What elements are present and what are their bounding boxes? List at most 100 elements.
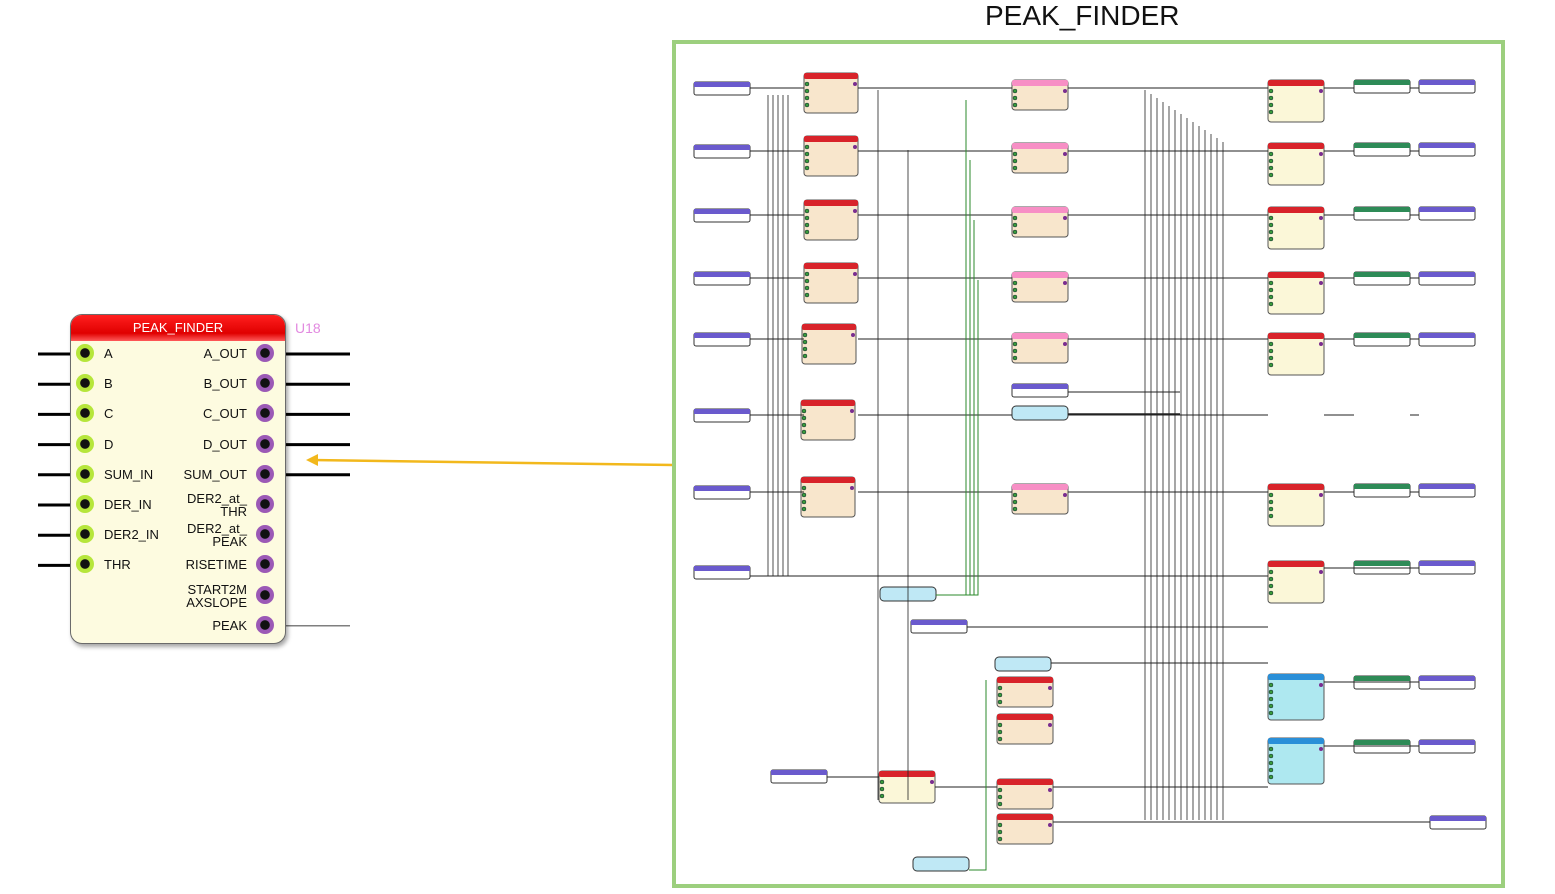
flip-flop-pin <box>801 499 807 505</box>
chrono-block-out-pin <box>1319 683 1323 687</box>
delay-block-pin <box>1012 102 1018 108</box>
edge-block-pin <box>997 692 1003 698</box>
delay-block-pin <box>1012 294 1018 300</box>
flip-flop-pin <box>802 332 808 338</box>
flip-flop-pin <box>804 278 810 284</box>
flip-flop-pin <box>804 271 810 277</box>
zoom-arrow <box>311 458 675 467</box>
latch-block-out-pin <box>1319 493 1323 497</box>
latch-block-pin <box>1268 576 1274 582</box>
slice-header <box>1354 484 1410 489</box>
output-entry-header <box>1419 207 1475 212</box>
output-entry-header <box>1419 80 1475 85</box>
delay-block-out-pin <box>1063 152 1067 156</box>
wire <box>936 280 979 596</box>
input-pin-thr[interactable] <box>76 555 94 574</box>
delay-block-header <box>1012 333 1068 339</box>
latch-block-header <box>1268 272 1324 278</box>
latch-block <box>1267 79 1325 123</box>
output-label: C_OUT <box>202 406 247 422</box>
chrono-block-pin <box>1268 767 1274 773</box>
latch-block-pin <box>1268 172 1274 178</box>
edge-block-pin <box>997 736 1003 742</box>
latch-block <box>1267 142 1325 186</box>
delay-block-pin <box>1012 88 1018 94</box>
latch-block-pin <box>1268 492 1274 498</box>
flip-flop-pin <box>804 151 810 157</box>
flip-flop-pin <box>804 144 810 150</box>
clock-entry-header <box>694 566 750 571</box>
latch-block-out-pin <box>1319 152 1323 156</box>
slice-header <box>1354 676 1410 681</box>
peak-block-pin <box>879 779 885 785</box>
latch-block-pin <box>1268 362 1274 368</box>
output-pin-4[interactable] <box>256 464 274 483</box>
peak-block-header <box>879 771 935 777</box>
output-pin-3[interactable] <box>256 434 274 453</box>
output-pin-5[interactable] <box>256 495 274 513</box>
flip-flop-out-pin <box>851 333 855 337</box>
latch-block-pin <box>1268 341 1274 347</box>
flip-flop-header <box>804 136 858 142</box>
input-pin-a[interactable] <box>76 344 94 362</box>
input-pin-b[interactable] <box>76 374 94 393</box>
input-label: D <box>104 436 114 452</box>
input-entry-header <box>694 486 750 491</box>
input-entry-header <box>694 272 750 277</box>
inner-schematic <box>693 72 1487 872</box>
output-label: RISETIME <box>185 557 247 573</box>
latch-block-pin <box>1268 236 1274 242</box>
output-pin-7[interactable] <box>256 555 274 574</box>
chrono-block <box>1267 673 1325 721</box>
output-pin-2[interactable] <box>256 404 274 423</box>
input-label: B <box>104 376 113 392</box>
input-label: C <box>104 406 114 422</box>
latch-block <box>1267 271 1325 315</box>
flip-flop-pin <box>804 208 810 214</box>
flip-flop-pin <box>802 353 808 359</box>
flip-flop-pin <box>804 95 810 101</box>
output-entry-header <box>1419 676 1475 681</box>
flip-flop-out-pin <box>853 272 857 276</box>
output-pin-6[interactable] <box>256 525 274 544</box>
slice-header <box>1354 740 1410 745</box>
delay-block-pin <box>1012 348 1018 354</box>
flip-flop-pin <box>802 346 808 352</box>
edge-block-pin <box>997 685 1003 691</box>
slice-header <box>1354 272 1410 277</box>
flip-flop-header <box>801 477 855 483</box>
input-pin-c[interactable] <box>76 404 94 423</box>
output-label: D_OUT <box>202 436 247 452</box>
flip-flop-pin <box>801 485 807 491</box>
latch-block-pin <box>1268 590 1274 596</box>
input-label: SUM_IN <box>104 466 154 482</box>
flip-flop-pin <box>802 339 808 345</box>
latch-block-pin <box>1268 294 1274 300</box>
clock-entry-3-header <box>911 620 967 625</box>
latch-block-pin <box>1268 109 1274 115</box>
latch-block-pin <box>1268 569 1274 575</box>
edge-block-pin <box>997 829 1003 835</box>
arrow-head <box>306 454 318 466</box>
output-pin-9[interactable] <box>256 615 274 634</box>
output-label: A_OUT <box>203 346 247 361</box>
output-entry-header <box>1419 740 1475 745</box>
chrono-block-header <box>1268 738 1324 744</box>
chrono-block-pin <box>1268 710 1274 716</box>
output-pin-1[interactable] <box>256 374 274 393</box>
input-pin-d[interactable] <box>76 434 94 453</box>
delay-block-out-pin <box>1063 342 1067 346</box>
input-pin-sum-in[interactable] <box>76 464 94 483</box>
output-label: SUM_OUT <box>183 466 247 482</box>
chrono-block-pin <box>1268 682 1274 688</box>
input-pin-der-in[interactable] <box>76 495 94 513</box>
output-pin-0[interactable] <box>256 344 274 362</box>
latch-block-pin <box>1268 88 1274 94</box>
input-pin-der2-in[interactable] <box>76 525 94 544</box>
edge-block-out-pin <box>1048 686 1052 690</box>
delay-block-out-pin <box>1063 89 1067 93</box>
output-pin-8[interactable] <box>256 585 274 604</box>
edge-block-header <box>997 814 1053 820</box>
latch-block-header <box>1268 333 1324 339</box>
